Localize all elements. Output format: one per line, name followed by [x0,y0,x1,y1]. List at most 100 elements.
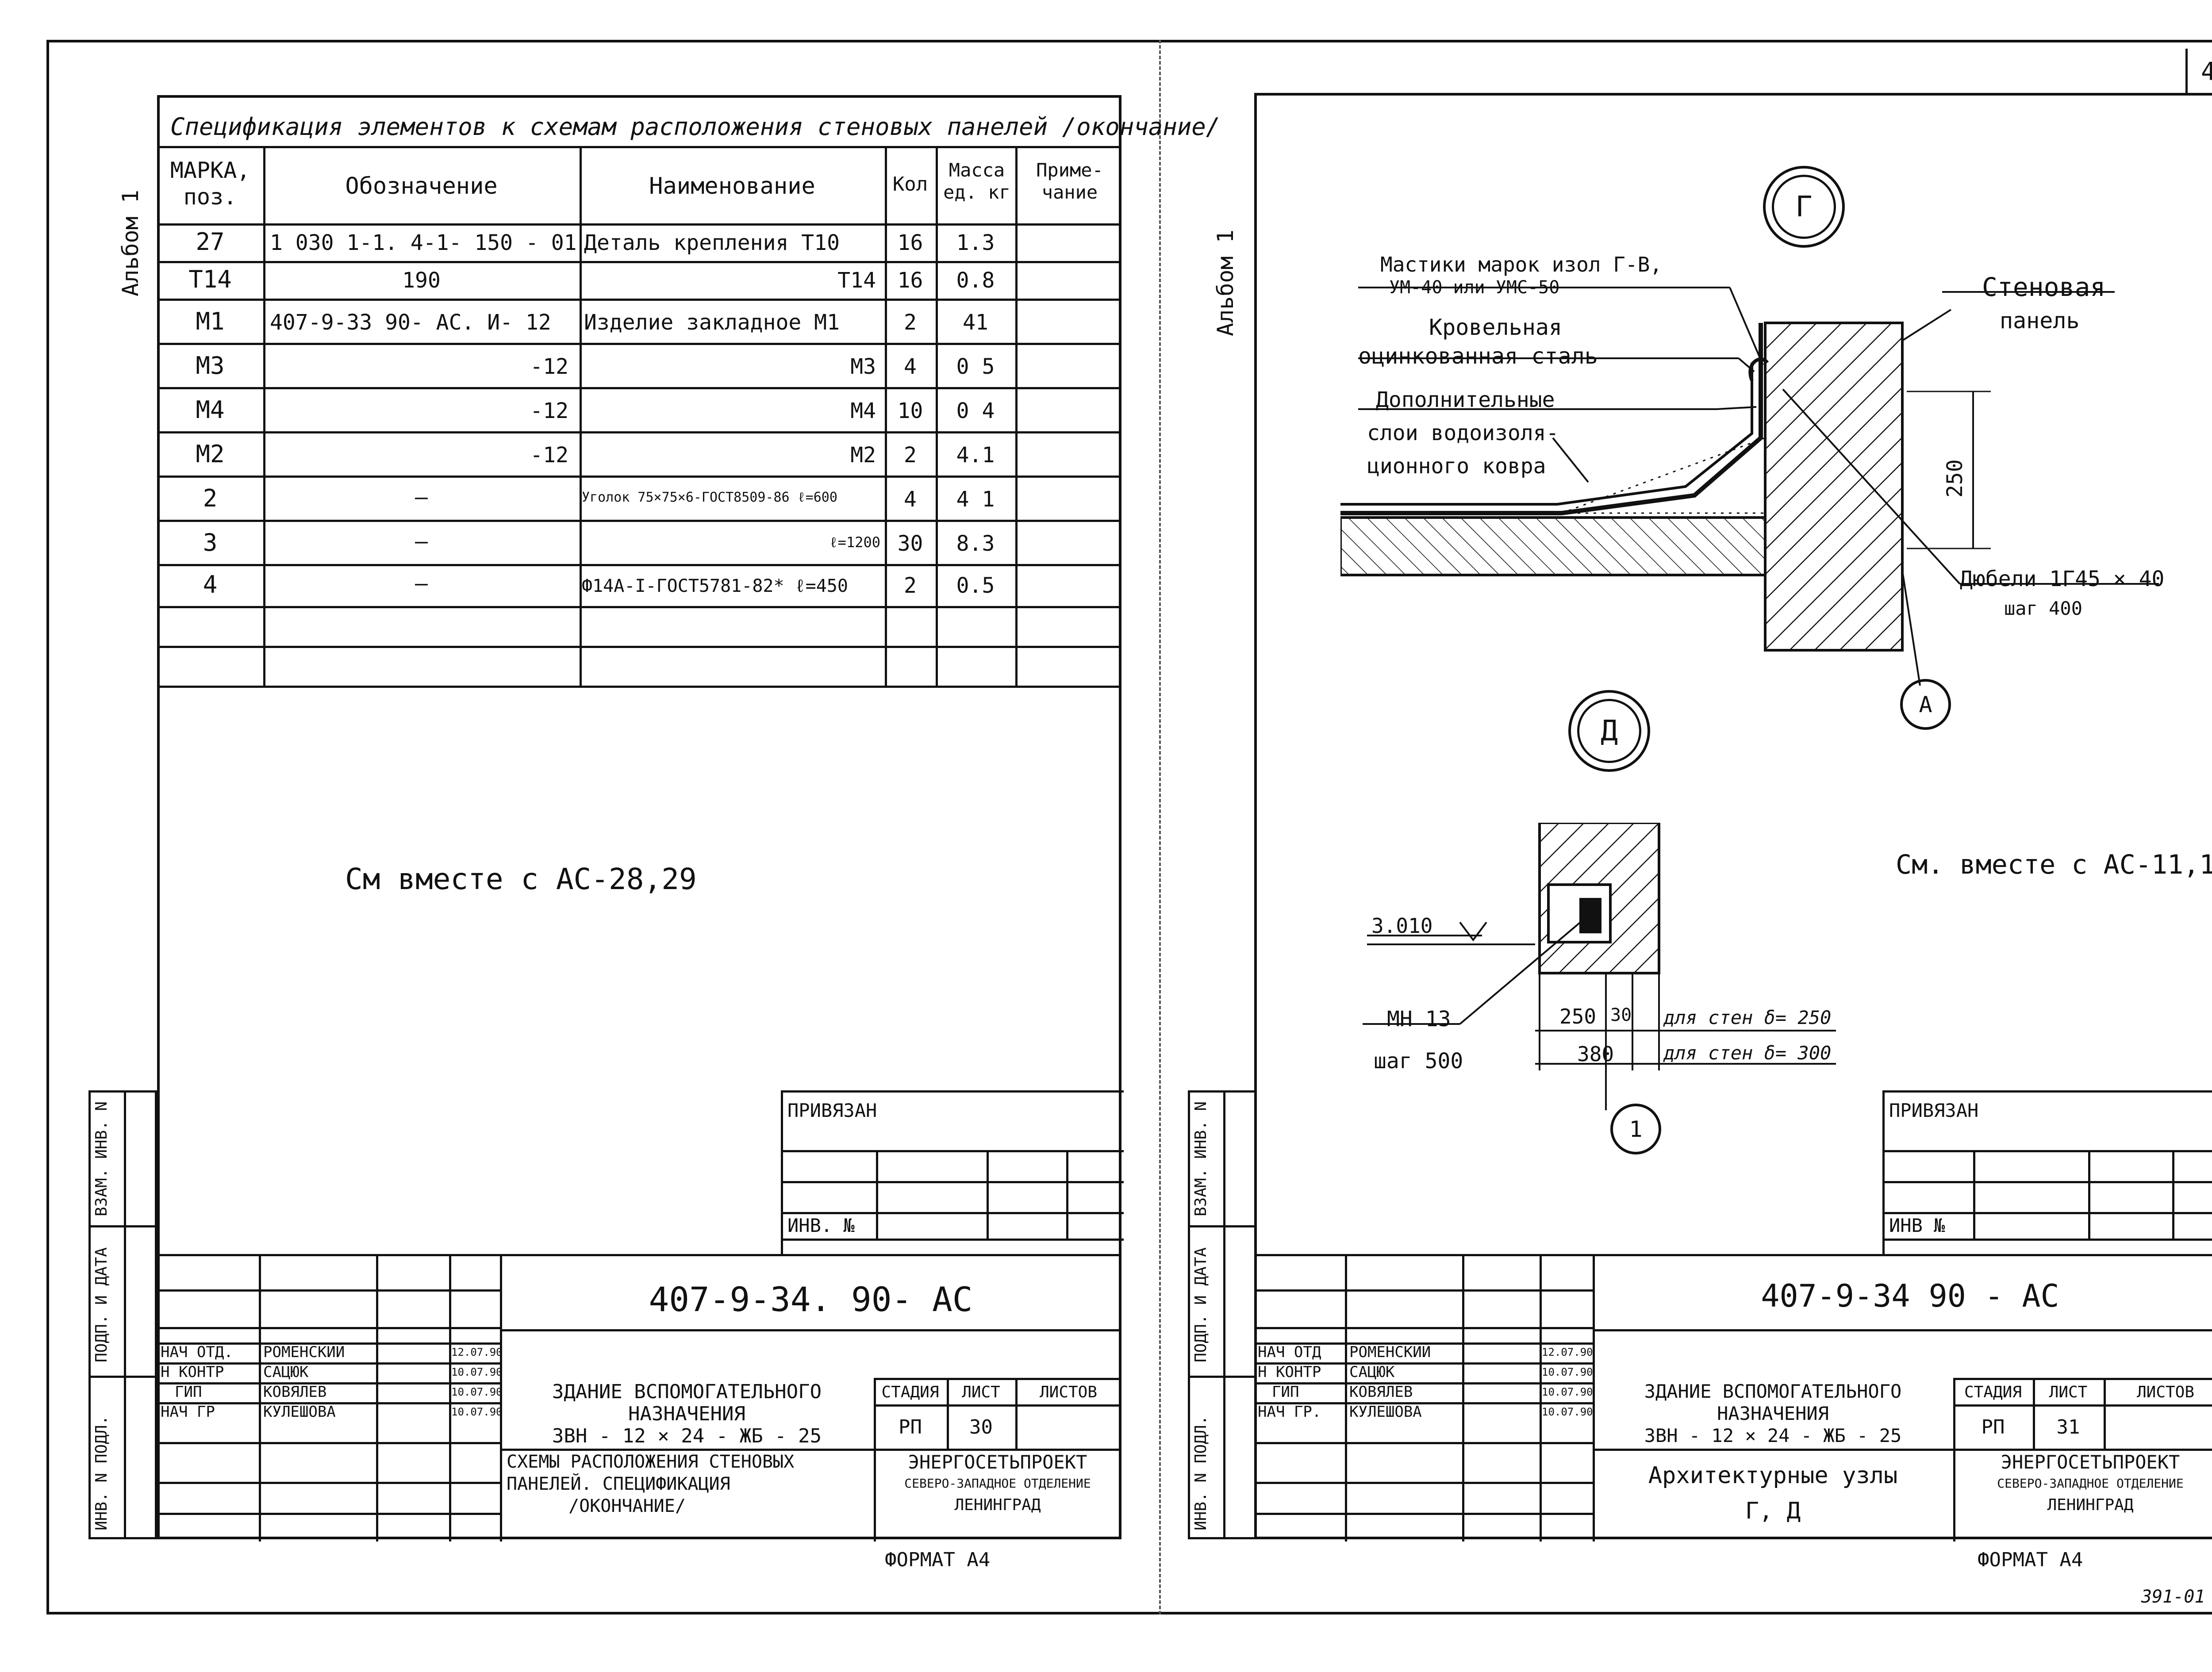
center-divider [1159,40,1161,1614]
right-inv-no: ИНВ № [1889,1215,1945,1236]
left-stage-header: СТАДИЯ [881,1383,939,1401]
dowels-label: Дюбели 1Г45 × 40 [1960,567,2165,591]
right-staff-name-1: САЦЮК [1349,1363,1395,1381]
header-mark: МАРКА, поз. [170,157,250,210]
table-cell: -12 [530,443,568,468]
table-cell: 16 [897,268,923,293]
right-privyazan-block: ПРИВЯЗАН ИНВ № [1882,1090,2212,1256]
left-stage: РП [899,1416,922,1438]
node-d-marker: Д [1568,690,1650,772]
table-cell: 1 030 1-1. 4-1- 150 - 01 [270,230,577,255]
note-extra-layers-c: ционного ковра [1367,454,1546,479]
dowels-step: шаг 400 [2004,598,2083,619]
right-sheet-title-l2: Г, Д [1745,1498,1801,1524]
node-g-marker: Г [1763,166,1845,248]
table-cell: 2 [904,443,917,468]
note-extra-layers-b: слои водоизоля- [1367,421,1559,445]
right-org-l1: ЭНЕРГОСЕТЬПРОЕКТ [2001,1451,2180,1473]
mn13-step: шаг 500 [1374,1049,1463,1074]
table-cell: 4.1 [956,443,995,468]
right-side-label-3: ИНВ. N ПОДЛ. [1192,1415,1210,1530]
right-title-block: 407-9-34 90 - АС НАЧ ОТД РОМЕНСКИЙ 12.07… [1254,1254,2212,1542]
table-cell: 30 [897,531,923,556]
left-building-l2: НАЗНАЧЕНИЯ [628,1403,745,1425]
elevation-mark: 3.010 [1371,914,1433,938]
left-staff-date-0: 12.07.90 [451,1346,503,1358]
left-title-block: 407-9-34. 90- АС НАЧ ОТД. РОМЕНСКИЙ 12.0… [157,1254,1121,1542]
note-mastic: Мастики марок изол Г-В, [1380,253,1662,276]
left-sheet-frame [157,95,1121,1539]
right-building-l1: ЗДАНИЕ ВСПОМОГАТЕЛЬНОГО [1644,1381,1902,1402]
header-qty: Кол [892,173,928,196]
left-privyazan-label: ПРИВЯЗАН [787,1100,877,1121]
ref-1-label: 1 [1629,1116,1643,1142]
table-row: 2 [203,484,218,512]
left-staff-date-3: 10.07.90 [451,1406,503,1418]
dim-250: 250 [1559,1005,1597,1028]
left-org-l2: СЕВЕРО-ЗАПАДНОЕ ОТДЕЛЕНИЕ [904,1476,1091,1491]
right-org-l3: ЛЕНИНГРАД [2047,1496,2134,1514]
left-staff-name-0: РОМЕНСКИЙ [263,1343,345,1361]
spec-title: Спецификация элементов к схемам располож… [170,113,1221,141]
left-inv-no: ИНВ. № [787,1215,855,1236]
left-staff-role-1: Н КОНТР [161,1363,224,1381]
table-cell: 4 [904,487,917,512]
mn13-label: МН 13 [1387,1007,1451,1032]
right-list-header: ЛИСТ [2049,1383,2088,1401]
right-org-l2: СЕВЕРО-ЗАПАДНОЕ ОТДЕЛЕНИЕ [1997,1476,2184,1491]
left-org-l1: ЭНЕРГОСЕТЬПРОЕКТ [908,1451,1087,1473]
left-staff-name-3: КУЛЕШОВА [263,1403,336,1421]
left-format: ФОРМАТ А4 [885,1549,991,1571]
table-cell: — [415,485,428,510]
dim-380: 380 [1577,1042,1614,1066]
right-doc-code: 407-9-34 90 - АС [1761,1278,2059,1314]
ref-1-marker: 1 [1610,1104,1661,1154]
header-note: Приме- чание [1036,159,1103,203]
right-lists-header: ЛИСТОВ [2136,1383,2195,1401]
table-row: 4 [203,571,218,598]
table-cell: 10 [897,399,923,423]
header-name: Наименование [649,173,815,199]
table-cell: 1.3 [956,230,995,255]
table-cell: М2 [850,443,876,468]
right-stage: РП [1981,1416,2005,1438]
table-cell: 16 [897,230,923,255]
right-album-label: Альбом 1 [1213,230,1238,336]
table-cell: М4 [850,399,876,423]
page-number: 42 [2201,58,2212,86]
left-staff-date-1: 10.07.90 [451,1366,503,1378]
table-cell: 0 5 [956,354,995,379]
ref-a-label: А [1919,691,1932,717]
right-building-l2: НАЗНАЧЕНИЯ [1717,1403,1829,1424]
dim-250-vertical: 250 [1943,459,1967,498]
dim-30: 30 [1610,1005,1632,1025]
left-staff-role-3: НАЧ ГР [161,1403,215,1421]
left-side-label-3: ИНВ. N ПОДЛ. [92,1415,111,1530]
left-list-header: ЛИСТ [962,1383,1000,1401]
table-row: Т14 [188,265,232,293]
stamp-note: 391-01 [2141,1587,2205,1607]
table-cell: 0 4 [956,399,995,423]
table-cell: 2 [904,573,917,598]
right-staff-date-1: 10.07.90 [1542,1366,1593,1378]
right-staff-date-2: 10.07.90 [1542,1386,1593,1398]
left-side-label-2: ПОДП. И ДАТА [92,1247,111,1362]
right-staff-role-0: НАЧ ОТД [1258,1343,1321,1361]
left-building-l3: ЗВН - 12 × 24 - ЖБ - 25 [552,1425,822,1447]
right-staff-role-2: ГИП [1272,1383,1299,1401]
table-cell: — [415,571,428,596]
right-side-label-1: ВЗАМ. ИНВ. N [1192,1101,1210,1216]
right-see-also: См. вместе с АС-11,16 [1896,849,2212,880]
table-cell: 4 [904,354,917,379]
left-sheet-title-l1: СХЕМЫ РАСПОЛОЖЕНИЯ СТЕНОВЫХ [507,1452,795,1472]
note-mastic-b: УМ-40 или УМС-50 [1389,277,1560,298]
node-g-drawing [1340,287,2159,686]
left-see-also: См вместе с АС-28,29 [345,862,697,896]
table-row: 3 [203,529,218,556]
right-staff-role-1: Н КОНТР [1258,1363,1321,1381]
table-cell: М3 [850,354,876,379]
note-roof-steel-b: оцинкованная сталь [1358,343,1598,369]
right-staff-role-3: НАЧ ГР. [1258,1403,1321,1421]
note-extra-layers: Дополнительные [1376,387,1555,412]
table-cell: Уголок 75×75×6-ГОСТ8509-86 ℓ=600 [582,490,837,505]
